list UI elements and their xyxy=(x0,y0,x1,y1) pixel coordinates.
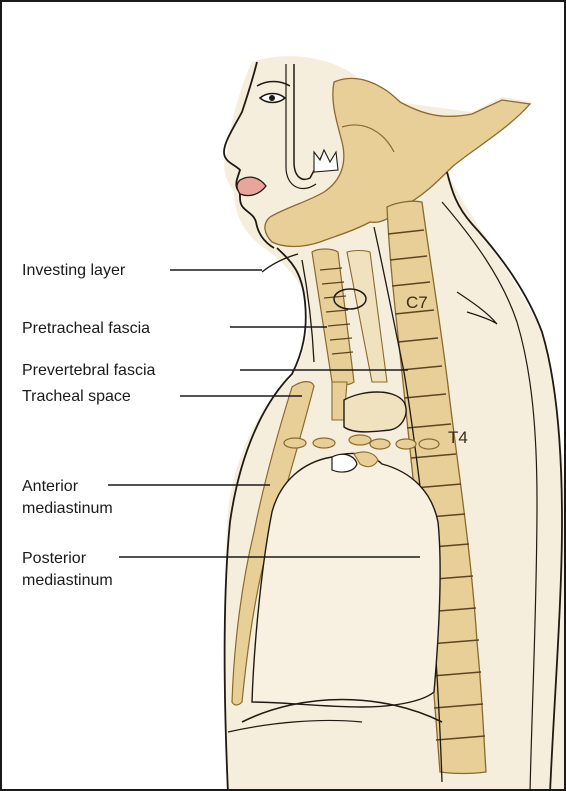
aortic-arch xyxy=(344,392,406,432)
label-posterior-mediastinum-line1: Posterior xyxy=(22,550,87,567)
label-vertebra-c7: C7 xyxy=(406,293,428,312)
eye-pupil xyxy=(269,95,275,101)
pericardium xyxy=(252,453,440,707)
label-vertebra-t4: T4 xyxy=(448,428,468,447)
label-prevertebral-fascia: Prevertebral fascia xyxy=(22,362,155,379)
label-tracheal-space: Tracheal space xyxy=(22,388,131,405)
label-posterior-mediastinum-line2: mediastinum xyxy=(22,572,113,589)
label-anterior-mediastinum-line1: Anterior xyxy=(22,478,79,495)
label-anterior-mediastinum-line2: mediastinum xyxy=(22,500,113,517)
label-pretracheal-fascia: Pretracheal fascia xyxy=(22,320,150,337)
label-investing-layer: Investing layer xyxy=(22,262,126,279)
